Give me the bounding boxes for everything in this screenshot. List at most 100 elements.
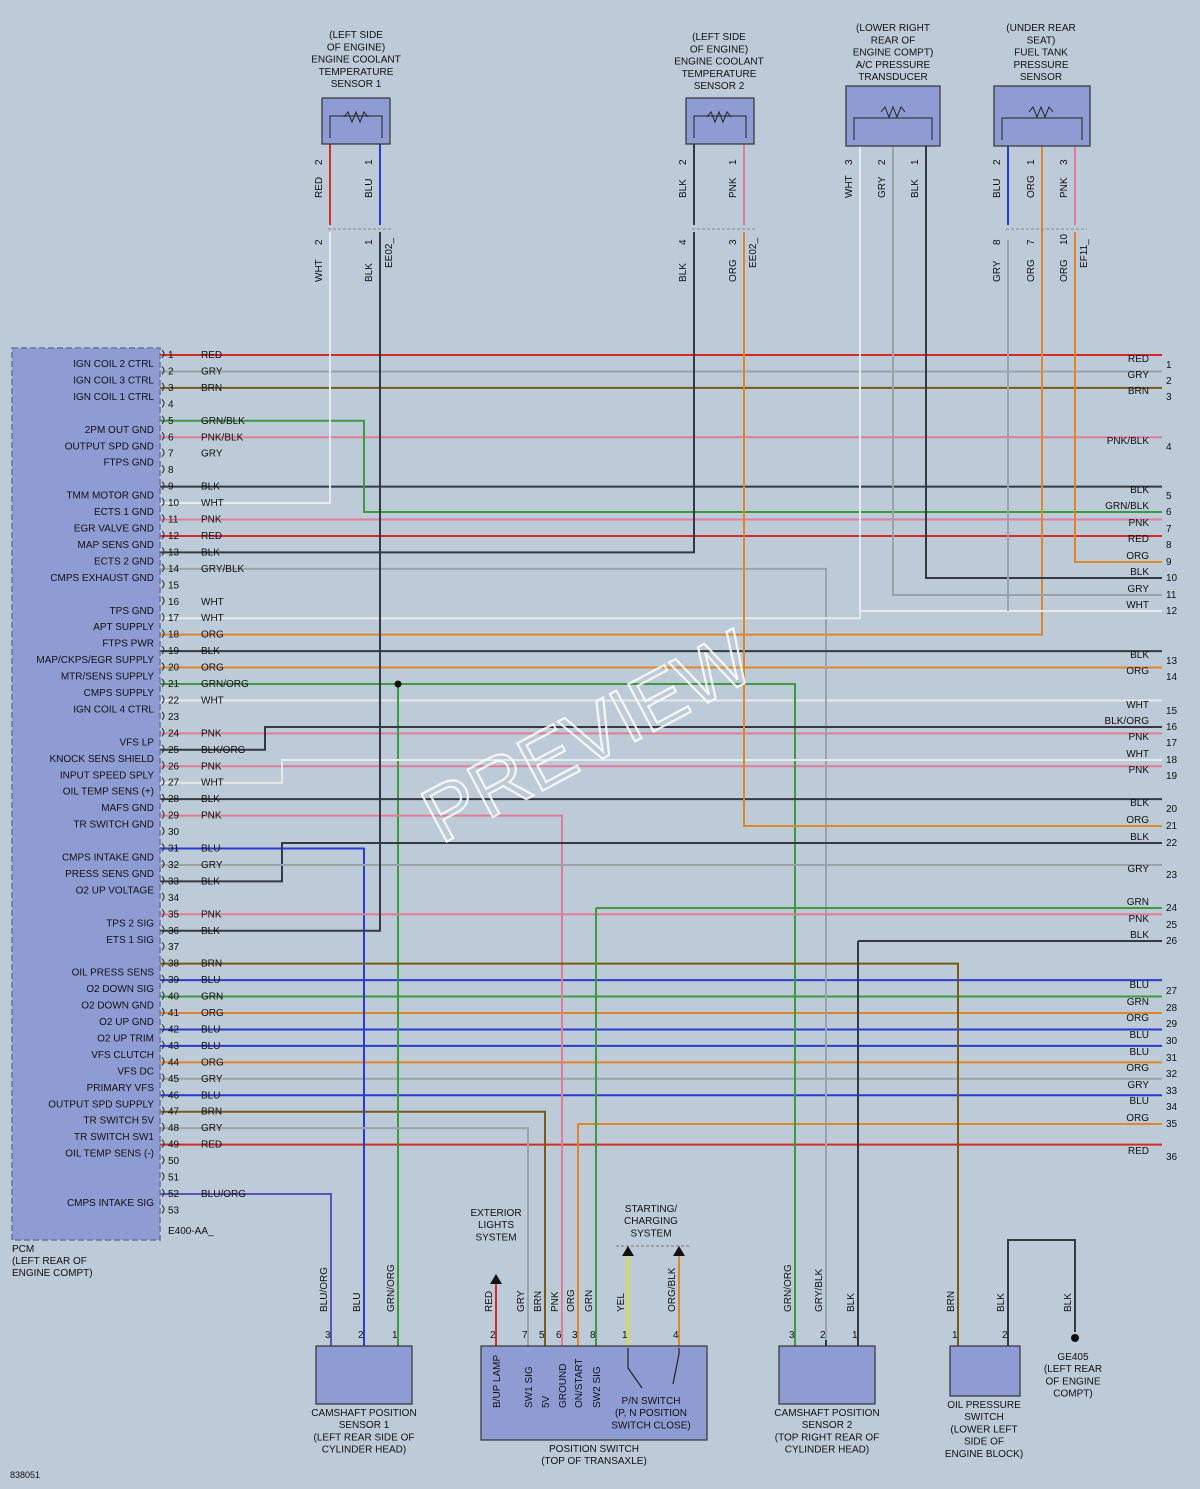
pcm-wire-color: BRN (201, 1107, 222, 1118)
cmp1-box (315, 1345, 413, 1405)
component-layer (11, 85, 1091, 1441)
pcm-wire-color: WHT (201, 778, 224, 789)
pcm-pin-function: VFS DC (117, 1066, 154, 1077)
position-switch-terminal: B/UP LAMP (492, 1355, 503, 1408)
pcm-wire-color: WHT (201, 597, 224, 608)
terminal-number: 25 (1166, 920, 1178, 931)
pcm-wire-13 (160, 240, 695, 554)
terminal-wire-color: BLK (1130, 930, 1149, 941)
terminal-wire-color: WHT (1126, 600, 1149, 611)
top-pin-number: 3 (844, 159, 855, 165)
pcm-pin-number: 7 (168, 449, 174, 460)
pcm-pin-function: PRESS SENS GND (65, 869, 154, 880)
pin-mark (161, 678, 165, 688)
sensor-symbol (329, 115, 383, 138)
pcm-pin-number: 4 (168, 399, 174, 410)
pin-mark (161, 711, 165, 721)
pcm-pin-function: O2 UP GND (99, 1017, 154, 1028)
pin-mark (161, 1089, 165, 1099)
pin-mark (161, 695, 165, 704)
pin-mark (161, 547, 165, 556)
top-component-label: FUEL TANK (1014, 48, 1068, 59)
pcm-wire-color: GRY (201, 1123, 223, 1134)
pin-mark (161, 1139, 165, 1148)
terminal-wire-color: WHT (1126, 749, 1149, 760)
pin-mark (161, 1007, 165, 1017)
top-component-label: OF ENGINE) (327, 42, 385, 53)
pin-mark (161, 1188, 165, 1198)
pn-switch-label: (P, N POSITION (615, 1408, 687, 1419)
terminal-wire-color: ORG (1126, 1063, 1149, 1074)
pcm-wire-color: WHT (201, 498, 224, 509)
pcm-pin-number: 39 (168, 975, 180, 986)
pcm-pin-number: 38 (168, 959, 180, 970)
pin-mark (161, 826, 165, 836)
ops-label: SWITCH (964, 1412, 1003, 1423)
terminal-number: 9 (1166, 557, 1172, 568)
pin-mark (161, 415, 165, 425)
ops-label: OIL PRESSURE (947, 1400, 1021, 1411)
terminal-number: 33 (1166, 1086, 1178, 1097)
terminal-wire-color: ORG (1126, 1013, 1149, 1024)
lower-wire-color: WHT (314, 259, 325, 282)
terminal-wire-color: GRN (1127, 997, 1149, 1008)
pcm-wire-color: BLK (201, 876, 220, 887)
pcm-pin-number: 42 (168, 1024, 180, 1035)
pn-switch-label: SWITCH CLOSE) (611, 1420, 690, 1431)
pcm-wire-color: BLK/ORG (201, 745, 246, 756)
top-component-label: A/C PRESSURE (856, 60, 931, 71)
terminal-wire-color: ORG (1126, 666, 1149, 677)
pin-mark (161, 727, 165, 737)
cmp1-label: (LEFT REAR SIDE OF (314, 1432, 415, 1443)
ops-label: SIDE OF (964, 1437, 1004, 1448)
pcm-pin-number: 9 (168, 482, 174, 493)
top-component-label: SEAT) (1027, 35, 1056, 46)
top-wire-color: ORG (1026, 175, 1037, 198)
sensor-symbol (853, 117, 933, 140)
resistor-icon (706, 110, 732, 124)
lower-pin-number: 8 (992, 239, 1003, 245)
watermark: PREVIEW (408, 613, 767, 860)
pcm-wire-color: WHT (201, 613, 224, 624)
terminal-wire-color: BLK (1130, 485, 1149, 496)
pin-mark (161, 596, 165, 606)
pcm-pin-function: PRIMARY VFS (87, 1083, 155, 1094)
pin-mark (161, 464, 165, 474)
pcm-pin-number: 49 (168, 1140, 180, 1151)
terminal-number: 35 (1166, 1119, 1178, 1130)
terminal-wire-color: RED (1128, 534, 1149, 545)
terminal-number: 11 (1166, 590, 1177, 601)
pcm-pin-number: 15 (168, 580, 180, 591)
ops-pin-number: 2 (1002, 1330, 1008, 1341)
pcm-pin-function: TMM MOTOR GND (66, 491, 154, 502)
terminal-wire-color: PNK (1128, 732, 1149, 743)
pcm-pin-function: TR SWITCH SW1 (74, 1132, 154, 1143)
pcm-wire-color: PNK (201, 909, 222, 920)
pin-mark (161, 892, 165, 902)
acpt-blk (925, 150, 1162, 579)
terminal-wire-color: BLU (1130, 1047, 1149, 1058)
pcm-pin-number: 26 (168, 761, 180, 772)
top-component-label: SENSOR (1020, 72, 1062, 83)
pcm-wire-color: PNK/BLK (201, 432, 244, 443)
pin-mark (161, 349, 165, 359)
terminal-number: 4 (1166, 442, 1172, 453)
terminal-wire-color: ORG (1126, 815, 1149, 826)
cmp2-pin-number: 2 (820, 1330, 826, 1341)
cmp2-pin-number: 3 (789, 1330, 795, 1341)
top-component-box (321, 97, 391, 145)
pcm-pin-function: OUTPUT SPD SUPPLY (48, 1099, 154, 1110)
top-component-label: TEMPERATURE (319, 67, 394, 78)
top-component-label: TRANSDUCER (858, 72, 927, 83)
top-component-label: PRESSURE (1013, 60, 1068, 71)
terminal-wire-color: RED (1128, 1146, 1149, 1157)
starting-arrows (622, 1246, 685, 1256)
pcm-pin-number: 20 (168, 663, 180, 674)
pcm-pin-function: O2 DOWN SIG (86, 984, 154, 995)
pin-mark (161, 481, 165, 490)
pin-mark (161, 382, 165, 392)
pcm-wire-38 (160, 962, 959, 1340)
splice-dot (394, 680, 402, 688)
pcm-wire-47 (160, 1110, 546, 1340)
pcm-pin-number: 41 (168, 1008, 180, 1019)
